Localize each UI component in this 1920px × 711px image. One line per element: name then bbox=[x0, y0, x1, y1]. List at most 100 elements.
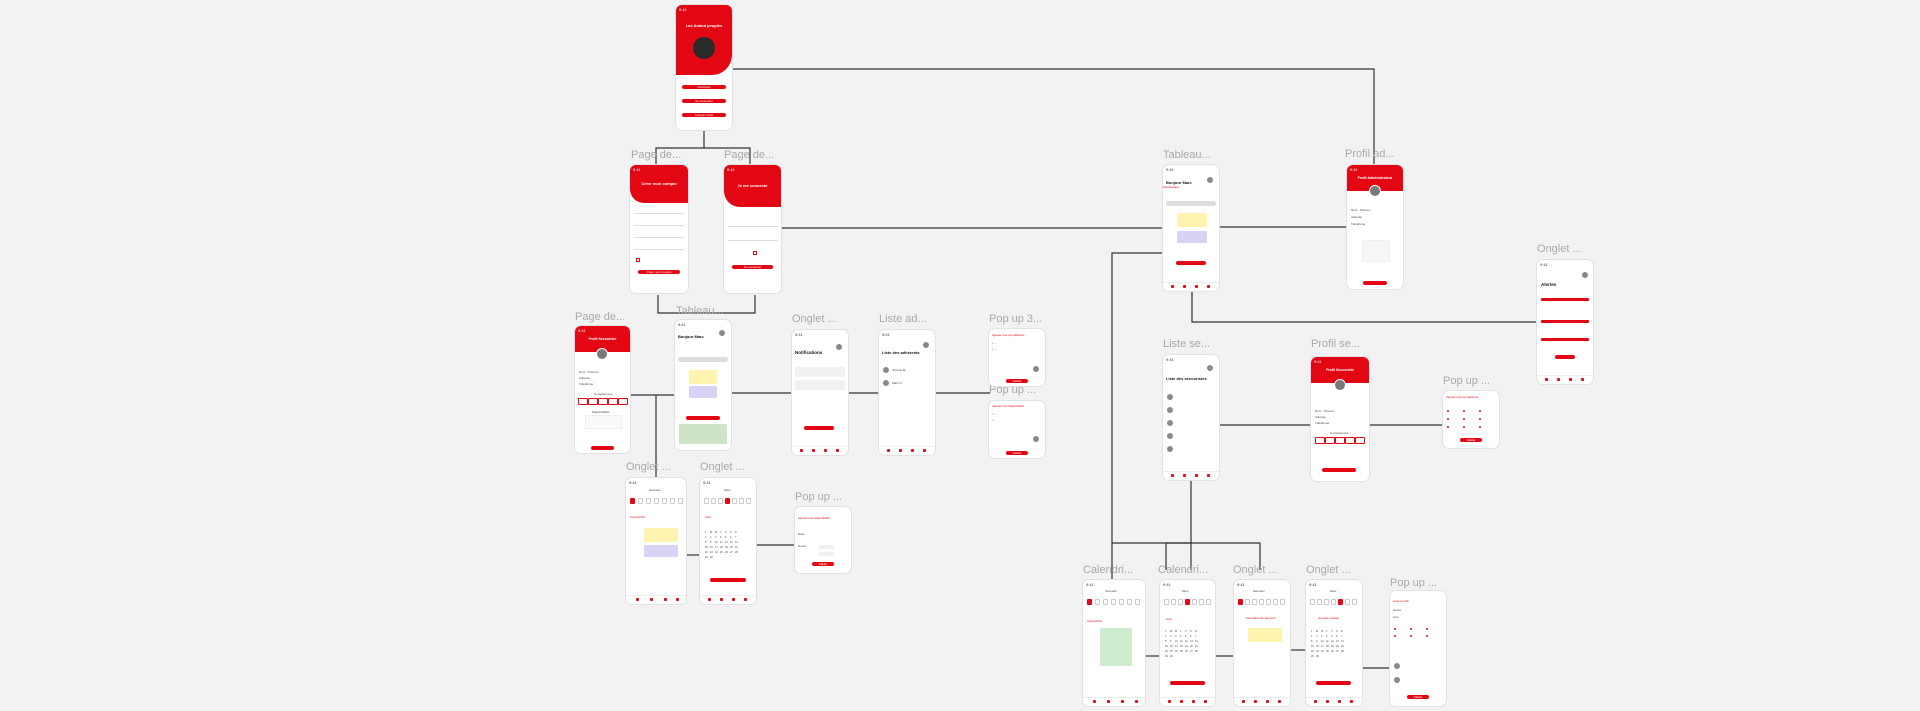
notification-card[interactable] bbox=[795, 380, 845, 390]
skill-chip[interactable] bbox=[1325, 437, 1335, 444]
frame-splash[interactable]: 9:41 Les Ambul peuples Inscription Se co… bbox=[676, 5, 732, 130]
event-card[interactable] bbox=[1177, 213, 1207, 227]
frame-onglet-semaine-2[interactable]: 9:41 Semaine Formation de Secours bbox=[1234, 580, 1290, 706]
day-chip[interactable] bbox=[630, 498, 635, 504]
calendar-day[interactable]: D bbox=[1341, 630, 1346, 633]
event-card[interactable] bbox=[689, 370, 717, 384]
day-chip[interactable] bbox=[1178, 599, 1183, 605]
avatar[interactable] bbox=[719, 330, 725, 336]
cgu-checkbox[interactable] bbox=[636, 258, 640, 262]
se-connecter-button[interactable]: Se connecter bbox=[682, 99, 726, 103]
day-chip[interactable] bbox=[1164, 599, 1169, 605]
option-dot[interactable] bbox=[1426, 628, 1428, 630]
prenom-field[interactable] bbox=[634, 222, 684, 226]
skill-chip[interactable] bbox=[618, 398, 628, 405]
status-pill[interactable] bbox=[678, 357, 728, 362]
day-chip[interactable] bbox=[646, 498, 651, 504]
frame-popup-liste[interactable]: Liste au 3/4 Heure Lieu Valider bbox=[1390, 591, 1446, 706]
frame-popup-competences[interactable]: Ajouter une compétence Valider bbox=[1443, 391, 1499, 448]
password-field[interactable] bbox=[728, 237, 778, 241]
event-card[interactable] bbox=[1248, 628, 1282, 642]
nom-field[interactable] bbox=[634, 210, 684, 214]
day-chip[interactable] bbox=[1135, 599, 1140, 605]
calendar-day[interactable]: 7 bbox=[735, 536, 740, 539]
option-dot[interactable] bbox=[1410, 628, 1412, 630]
email-field[interactable] bbox=[728, 223, 778, 227]
option-dot[interactable] bbox=[1463, 410, 1465, 412]
avatar[interactable] bbox=[923, 342, 929, 348]
option-dot[interactable] bbox=[1463, 418, 1465, 420]
creer-compte-button[interactable]: Créer mon compte bbox=[638, 270, 680, 274]
event-card[interactable] bbox=[1100, 628, 1132, 666]
day-chip[interactable] bbox=[1199, 599, 1204, 605]
valider-button[interactable]: Valider bbox=[812, 562, 834, 566]
skill-chip[interactable] bbox=[1355, 437, 1365, 444]
event-card[interactable] bbox=[644, 545, 678, 557]
day-chip[interactable] bbox=[1103, 599, 1108, 605]
day-chip[interactable] bbox=[1317, 599, 1322, 605]
avatar[interactable] bbox=[1207, 365, 1213, 371]
remember-checkbox[interactable] bbox=[753, 251, 757, 255]
compte-invite-button[interactable]: Compte invité bbox=[682, 113, 726, 117]
calendar-day[interactable]: 7 bbox=[1341, 635, 1346, 638]
calendar-day[interactable]: 14 bbox=[1195, 640, 1200, 643]
day-chip[interactable] bbox=[654, 498, 659, 504]
calendar-day[interactable]: 28 bbox=[1195, 650, 1200, 653]
day-chip[interactable] bbox=[1259, 599, 1264, 605]
frame-popup-dispo[interactable]: Ajouter une disponibilité Date Heure Val… bbox=[795, 507, 851, 573]
notification-action-button[interactable] bbox=[804, 426, 834, 430]
password-field[interactable] bbox=[634, 246, 684, 250]
day-chip[interactable] bbox=[1352, 599, 1357, 605]
alert-item[interactable] bbox=[1541, 320, 1589, 323]
calendar-day[interactable]: 30 bbox=[710, 556, 715, 559]
calendar-day[interactable]: 7 bbox=[1195, 635, 1200, 638]
calendar-day[interactable]: 21 bbox=[735, 546, 740, 549]
option-dot[interactable] bbox=[1426, 635, 1428, 637]
calendar-day[interactable]: 14 bbox=[735, 541, 740, 544]
frame-notifications[interactable]: 9:41 Notifications bbox=[792, 330, 848, 455]
notification-card[interactable] bbox=[795, 367, 845, 377]
frame-calendrier-semaine[interactable]: 9:41 Semaine Aujourd'hui bbox=[1083, 580, 1145, 706]
day-chip[interactable] bbox=[1345, 599, 1350, 605]
event-card[interactable] bbox=[644, 528, 678, 542]
skill-chip[interactable] bbox=[588, 398, 598, 405]
option-dot[interactable] bbox=[1447, 426, 1449, 428]
avatar[interactable] bbox=[1207, 177, 1213, 183]
day-chip[interactable] bbox=[1095, 599, 1100, 605]
calendar-day[interactable]: D bbox=[1195, 630, 1200, 633]
alert-action-button[interactable] bbox=[1555, 355, 1575, 359]
option-dot[interactable] bbox=[1463, 426, 1465, 428]
frame-profil-admin[interactable]: 9:41 Profil Administrateur Nom · Prénom … bbox=[1347, 165, 1403, 289]
skill-chip[interactable] bbox=[1335, 437, 1345, 444]
day-chip[interactable] bbox=[725, 498, 730, 504]
option-dot[interactable] bbox=[1410, 635, 1412, 637]
option-dot[interactable] bbox=[1479, 410, 1481, 412]
day-chip[interactable] bbox=[1087, 599, 1092, 605]
option-dot[interactable] bbox=[1394, 635, 1396, 637]
add-dispo-button[interactable] bbox=[686, 416, 720, 420]
day-chip[interactable] bbox=[1171, 599, 1176, 605]
day-chip[interactable] bbox=[711, 498, 716, 504]
option-dot[interactable] bbox=[1394, 628, 1396, 630]
day-chip[interactable] bbox=[1111, 599, 1116, 605]
day-chip[interactable] bbox=[638, 498, 643, 504]
frame-profil-secouriste[interactable]: 9:41 Profil Secouriste Nom · Prénom Adre… bbox=[575, 326, 630, 453]
skill-chip[interactable] bbox=[1345, 437, 1355, 444]
alert-item[interactable] bbox=[1541, 338, 1589, 341]
alert-item[interactable] bbox=[1541, 298, 1589, 301]
frame-tableau-admin[interactable]: 9:41 Bonjour Marc Administrateur bbox=[1163, 165, 1219, 291]
skill-chip[interactable] bbox=[578, 398, 588, 405]
valider-button[interactable]: Valider bbox=[1006, 451, 1028, 455]
add-dispo-button[interactable] bbox=[1170, 681, 1205, 685]
day-chip[interactable] bbox=[732, 498, 737, 504]
option-dot[interactable] bbox=[1479, 426, 1481, 428]
calendar-day[interactable]: 28 bbox=[1341, 650, 1346, 653]
frame-creer-compte[interactable]: 9:41 Créer mon compte Créer mon compte bbox=[630, 165, 688, 293]
calendar-day[interactable]: D bbox=[735, 531, 740, 534]
day-chip[interactable] bbox=[1266, 599, 1271, 605]
avatar[interactable] bbox=[836, 344, 842, 350]
avatar[interactable] bbox=[1582, 272, 1588, 278]
frame-liste-adherents[interactable]: 9:41 Liste des adhérents Jérôme M. Marc … bbox=[879, 330, 935, 455]
